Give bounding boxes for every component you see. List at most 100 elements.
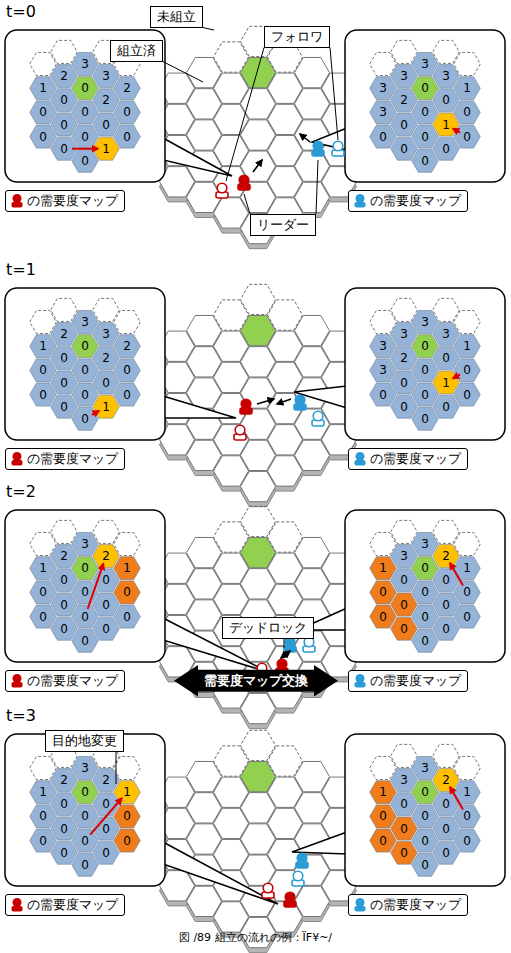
node-text: の需要度マップ (370, 673, 461, 689)
demand-cell (51, 65, 78, 88)
demand-value: 0 (379, 131, 387, 143)
demand-cell (30, 805, 57, 828)
demand-cell (30, 359, 57, 382)
demand-value: 1 (39, 786, 47, 798)
map-caption-box: の需要度マップ (348, 190, 468, 212)
demand-value: 0 (442, 623, 450, 635)
unassembled-cell (454, 756, 481, 779)
map-caption-box: の需要度マップ (5, 670, 125, 692)
demand-cell (72, 52, 99, 75)
demand-cell (370, 125, 397, 148)
robot-head (285, 892, 295, 902)
demand-value: 0 (60, 623, 68, 635)
demand-cell (114, 829, 141, 852)
time-step: t=3 (6, 707, 36, 725)
unassembled-cell (114, 532, 141, 555)
demand-value: 3 (442, 70, 450, 82)
demand-value: 0 (421, 635, 429, 647)
unassembled-cell (93, 520, 120, 543)
demand-value: 0 (421, 859, 429, 871)
demand-cell (412, 853, 439, 876)
demand-cell (370, 781, 397, 804)
demand-value: 0 (81, 413, 89, 425)
robot-head (13, 194, 22, 203)
move-arrow (277, 399, 291, 404)
robot-head (356, 194, 365, 203)
demand-cell (412, 805, 439, 828)
robot-head (356, 452, 365, 461)
demand-value: 2 (400, 352, 408, 364)
demand-value: 0 (102, 798, 110, 810)
robot-head (13, 674, 22, 683)
leader-line (316, 160, 318, 214)
robot-icon (10, 897, 24, 913)
demand-map-bubble (5, 30, 232, 182)
unassembled-cell (370, 310, 397, 333)
demand-value: 0 (123, 835, 131, 847)
demand-cell (72, 829, 99, 852)
demand-value: 0 (379, 586, 387, 598)
node-text: の需要度マップ (370, 451, 461, 467)
unassembled-cell (370, 52, 397, 75)
demand-value: 0 (60, 119, 68, 131)
demand-value: 0 (60, 352, 68, 364)
demand-value: 0 (463, 611, 471, 623)
leader-line (226, 48, 264, 181)
demand-cell (72, 149, 99, 172)
move-arrow (253, 160, 262, 172)
leader-robot (284, 637, 296, 652)
demand-cell (51, 817, 78, 840)
demand-cell (114, 335, 141, 358)
demand-value: 0 (421, 810, 429, 822)
demand-cell (391, 569, 418, 592)
demand-cell (391, 323, 418, 346)
demand-value: 0 (421, 586, 429, 598)
demand-cell (433, 769, 460, 792)
demand-value: 0 (400, 377, 408, 389)
node-text: の需要度マップ (27, 451, 118, 467)
demand-cell (370, 581, 397, 604)
demand-cell (72, 557, 99, 580)
unassembled-cell (433, 744, 460, 767)
demand-cell (93, 617, 120, 640)
demand-value: 0 (60, 377, 68, 389)
unassembled-cell (433, 520, 460, 543)
callout-box: 目的地変更 (45, 730, 124, 752)
demand-cell (51, 793, 78, 816)
demand-value: 0 (123, 389, 131, 401)
demand-cell (412, 149, 439, 172)
assembled-hex (241, 471, 276, 501)
demand-value: 0 (81, 82, 89, 94)
route-arrow (72, 148, 98, 150)
demand-cell (30, 829, 57, 852)
follower-robot (332, 141, 344, 156)
demand-cell (412, 581, 439, 604)
demand-cell (454, 77, 481, 100)
demand-value: 0 (81, 859, 89, 871)
demand-cell (72, 756, 99, 779)
demand-cell (433, 395, 460, 418)
follower-robot (312, 411, 324, 426)
demand-cell (93, 545, 120, 568)
unassembled-cell (433, 298, 460, 321)
node-text: デッドロック (229, 620, 307, 635)
demand-value: 3 (379, 106, 387, 118)
demand-value: 0 (123, 106, 131, 118)
move-arrow (281, 651, 290, 658)
demand-cell (412, 77, 439, 100)
demand-cell (93, 347, 120, 370)
assembly-grid (160, 730, 357, 952)
demand-value: 1 (102, 143, 110, 155)
demand-value: 1 (123, 786, 131, 798)
follower-robot (292, 871, 304, 886)
follower-robot (303, 637, 315, 652)
demand-cell (412, 359, 439, 382)
time-step: t=2 (6, 483, 36, 501)
demand-value: 2 (400, 94, 408, 106)
demand-value: 0 (81, 586, 89, 598)
demand-value: 3 (400, 550, 408, 562)
unassembled-cell (454, 52, 481, 75)
demand-value: 3 (421, 538, 429, 550)
demand-value: 0 (81, 364, 89, 376)
demand-value: 1 (463, 340, 471, 352)
